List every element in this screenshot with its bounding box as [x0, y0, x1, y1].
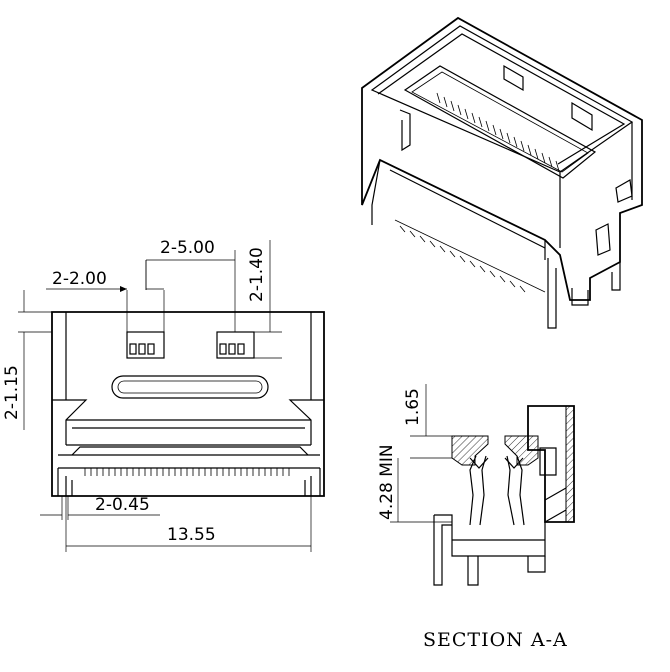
- front-view: 2-2.00 2-5.00 2-1.40 2-1.15 2-0.45 13.55: [2, 238, 325, 552]
- isometric-view: [361, 16, 643, 329]
- front-contact-pins: [84, 468, 290, 476]
- dim-2-2-00: 2-2.00: [52, 269, 107, 289]
- dim-2-5-00: 2-5.00: [160, 238, 215, 258]
- latch-window-left: [126, 331, 165, 359]
- dim-13-55: 13.55: [167, 525, 216, 545]
- dim-2-1-40: 2-1.40: [247, 247, 267, 302]
- isometric-contacts: [436, 92, 560, 172]
- dim-2-0-45: 2-0.45: [95, 495, 150, 515]
- plug-slot: [111, 375, 269, 399]
- dim-2-1-15: 2-1.15: [2, 365, 22, 420]
- latch-window-right: [216, 331, 255, 359]
- dim-4-28-min: 4.28 MIN: [377, 444, 397, 520]
- dim-1-65: 1.65: [403, 388, 423, 426]
- section-view: 1.65 4.28 MIN SECTION A-A: [377, 384, 575, 651]
- section-caption: SECTION A-A: [423, 629, 568, 651]
